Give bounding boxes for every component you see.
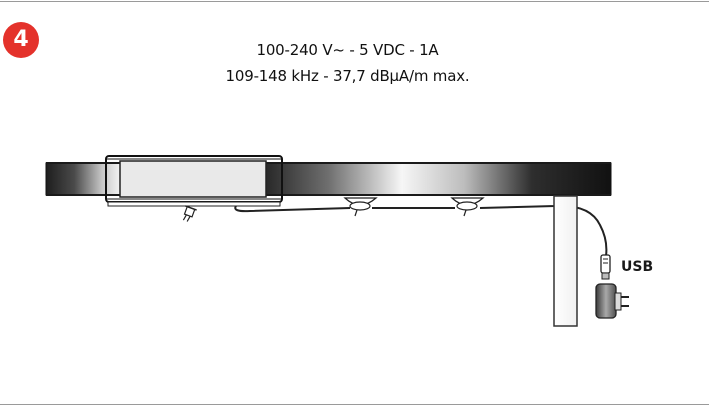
step-number-badge: 4 <box>3 22 39 58</box>
usb-wall-adapter-icon <box>595 283 629 319</box>
top-border <box>0 1 709 2</box>
power-spec-text: 100-240 V~ - 5 VDC - 1A <box>256 41 439 59</box>
charging-unit <box>105 155 283 207</box>
usb-label: USB <box>621 259 654 275</box>
mounting-screw-icon <box>182 205 197 222</box>
cable-clip-icon <box>450 197 485 217</box>
cable-clip-icon <box>343 197 378 217</box>
frequency-spec-text: 109-148 kHz - 37,7 dBµA/m max. <box>225 67 470 85</box>
usb-plug-icon <box>600 254 611 280</box>
table-leg <box>553 195 578 327</box>
bottom-border <box>0 404 709 405</box>
cable <box>234 204 608 257</box>
